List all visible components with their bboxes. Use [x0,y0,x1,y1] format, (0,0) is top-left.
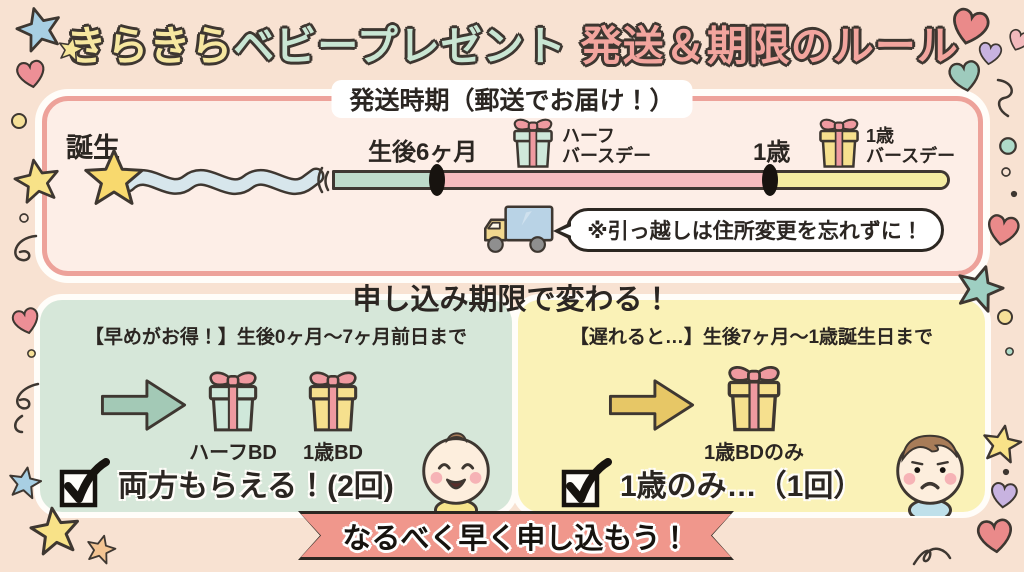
dot-icon [1005,347,1014,356]
delivery-truck-icon [484,205,554,253]
birth-star-icon [84,149,144,205]
late-condition-text: 【遅れると…】生後7ヶ月〜1歳誕生日まで [569,327,934,348]
timeline-bar [332,170,950,190]
footer-banner-text: なるべく早く申し込もう！ [342,522,690,555]
late-gift-one-year-icon [727,366,781,432]
half-birthday-caption-line2: バースデー [562,146,652,166]
early-checkbox-icon [59,458,110,508]
heart-icon [988,214,1020,246]
dot-icon [1001,167,1011,177]
late-checkbox-icon [561,458,612,508]
one-year-caption-line1: 1歳 [866,126,895,146]
timeline-segment-yellow [769,173,947,187]
heart-icon [977,518,1012,554]
half-birthday-gift-icon [513,118,553,168]
page-title: きらきらベビープレゼント発送＆期限のルール [0,12,1024,72]
timeline-segment-pink [439,173,769,187]
squiggle-icon [996,78,1013,118]
dot-icon [11,113,27,129]
deadline-section-heading: 申し込み期限で変わる！ [352,284,672,316]
dot-icon [19,213,29,223]
dot-icon [999,137,1017,155]
page-title-part1: きらきら [65,23,234,69]
footer-banner: なるべく早く申し込もう！ [298,511,734,560]
early-result-row: 両方もらえる！(2回) [58,458,394,508]
timeline-6month-label: 生後6ヶ月 [368,139,478,166]
half-birthday-caption: ハーフ バースデー [562,126,651,166]
shipping-panel-heading: 発送時期（郵送でお届け！） [331,80,693,118]
speech-bubble-tail-fill [560,225,574,237]
page-title-part3: 発送＆期限のルール [580,23,959,69]
star-icon [87,534,117,565]
timeline-wavy-ribbon [122,166,330,196]
dot-icon [27,349,36,358]
early-condition-text: 【早めがお得！】生後0ヶ月〜7ヶ月前日まで [84,327,468,348]
star-icon [9,466,43,500]
timeline-marker-6months [429,164,445,196]
sad-baby-icon [896,434,964,516]
early-arrow-icon [100,379,187,431]
squiggle-icon [14,234,38,262]
footer-banner-fill: なるべく早く申し込もう！ [301,514,731,557]
late-result-text: 1歳のみ…（1回） [620,470,864,503]
heart-icon [991,482,1018,509]
early-gift-half-bd-icon [208,371,258,432]
late-result-row: 1歳のみ…（1回） [560,458,863,508]
timeline-1year-label: 1歳 [753,139,791,166]
early-result-text: 両方もらえる！(2回) [118,470,394,503]
timeline-segment-mint [335,173,439,187]
early-gift-one-year-icon [308,371,358,432]
late-gift1-label: 1歳BDのみ [703,442,804,464]
dot-icon [1010,190,1018,198]
timeline-marker-1year [762,164,778,196]
early-gift2-label: 1歳BD [302,442,363,464]
address-change-notice: ※引っ越しは住所変更を忘れずに！ [566,208,944,252]
one-year-caption: 1歳 バースデー [866,126,955,166]
one-year-gift-icon [819,118,859,168]
late-arrow-icon [608,379,695,431]
star-icon [983,424,1023,464]
one-year-caption-line2: バースデー [866,146,956,166]
dot-icon [1002,468,1010,476]
squiggle-icon [912,547,952,566]
happy-baby-icon [422,432,490,516]
page-title-part2: ベビープレゼント [233,23,567,69]
half-birthday-caption-line1: ハーフ [562,126,615,146]
early-gift1-label: ハーフBD [189,442,277,464]
